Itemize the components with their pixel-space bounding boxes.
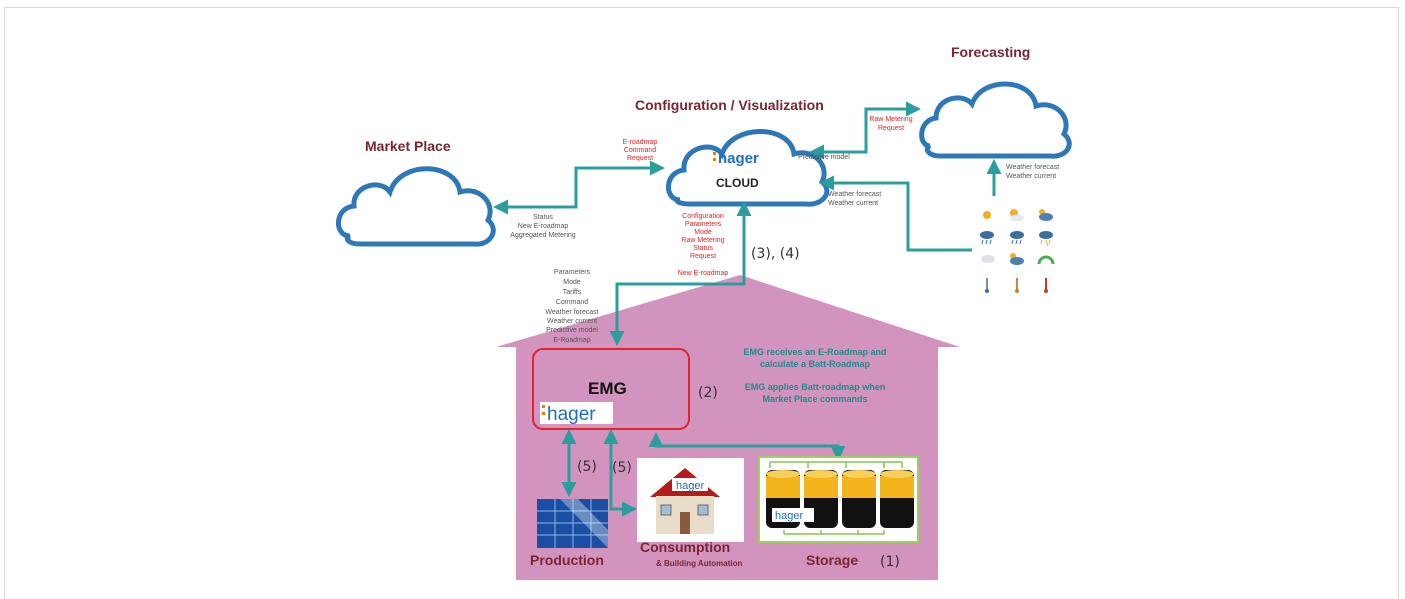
production-label: Production: [530, 552, 604, 568]
hager-cloud: [666, 129, 830, 207]
market-title: Market Place: [365, 138, 451, 154]
svg-text:Parameters: Parameters: [685, 221, 722, 228]
svg-text:Parameters: Parameters: [554, 269, 591, 276]
svg-text:Weather forecast: Weather forecast: [545, 309, 598, 316]
thermometer-hot-icon: [1044, 278, 1048, 293]
svg-text:Request: Request: [878, 125, 904, 132]
arrow-emg-storage: [648, 432, 846, 461]
step-1: (1): [880, 554, 900, 570]
svg-text:Weather forecast: Weather forecast: [828, 191, 881, 198]
arrow-cloud-forecasting: [809, 101, 921, 160]
svg-text:calculate a Batt-Roadmap: calculate a Batt-Roadmap: [760, 359, 871, 369]
thermometer-cold-icon: [985, 278, 989, 293]
forecasting-cloud: [919, 81, 1072, 159]
rain-icon: [1010, 231, 1024, 245]
svg-text:Raw Metering: Raw Metering: [869, 116, 912, 123]
sun-icon: [983, 211, 991, 219]
sun-cloud-icon: [1010, 253, 1024, 265]
weather-mid-annotation: Weather forecast Weather current: [828, 191, 881, 207]
svg-text:Status: Status: [533, 214, 553, 221]
svg-text:E-Roadmap: E-Roadmap: [553, 337, 590, 344]
diagram-frame: [4, 7, 1399, 599]
svg-text:Predictive model: Predictive model: [546, 327, 598, 334]
svg-text:Raw Metering: Raw Metering: [681, 237, 724, 244]
svg-text:Weather forecast: Weather forecast: [1006, 164, 1059, 171]
thermometer-mid-icon: [1015, 278, 1019, 293]
svg-text:New E-roadmap: New E-roadmap: [678, 270, 729, 277]
svg-text:EMG applies Batt-roadmap when: EMG applies Batt-roadmap when: [745, 382, 886, 392]
step-5-consumption: (5): [612, 460, 632, 476]
config-title: Configuration / Visualization: [635, 97, 824, 113]
emg-hager-logo: hager: [540, 402, 613, 425]
consumption-sub-label: & Building Automation: [656, 559, 742, 568]
battery-4: [880, 470, 914, 528]
svg-text:Request: Request: [627, 155, 653, 162]
svg-text:Configuration: Configuration: [682, 213, 724, 220]
sun-cloud-icon: [1010, 209, 1024, 222]
e-roadmap-annotation: E-roadmap Command Request: [623, 139, 658, 162]
arrow-market-cloud: [493, 160, 665, 215]
svg-text:hager: hager: [718, 150, 759, 167]
svg-text:Weather current: Weather current: [547, 318, 597, 325]
svg-text:Tariffs: Tariffs: [563, 289, 582, 296]
svg-text:Mode: Mode: [694, 229, 712, 236]
rain-icon: [980, 231, 994, 245]
svg-text:Mode: Mode: [563, 279, 581, 286]
market-status-annotation: Status New E-roadmap Aggregated Metering: [510, 214, 575, 239]
cloud-sun-icon: [1039, 209, 1053, 221]
svg-text:Weather current: Weather current: [1006, 173, 1056, 180]
forecasting-title: Forecasting: [951, 44, 1030, 60]
emg-label: EMG: [588, 379, 627, 398]
market-cloud: [336, 166, 496, 247]
step-2: (2): [698, 385, 718, 401]
svg-text:Command: Command: [624, 147, 656, 154]
svg-text:New E-roadmap: New E-roadmap: [518, 223, 569, 230]
emg-list-annotation: Parameters Mode Tariffs Command Weather …: [545, 269, 598, 344]
predictive-model-annotation: Predictive model: [798, 154, 850, 161]
step-5-production: (5): [577, 459, 597, 475]
consumption-house-icon: hager: [637, 458, 744, 542]
svg-text:hager: hager: [547, 404, 596, 425]
cloud-label: CLOUD: [716, 176, 759, 190]
svg-text:hager: hager: [676, 480, 704, 492]
svg-text:Aggregated Metering: Aggregated Metering: [510, 232, 575, 239]
svg-text:Request: Request: [690, 253, 716, 260]
hager-cloud-logo: hager: [713, 150, 759, 167]
svg-text:Command: Command: [556, 299, 588, 306]
step-3-4: (3), (4): [751, 246, 800, 262]
arrow-icons-cloud: [819, 175, 972, 252]
consumption-label: Consumption: [640, 539, 730, 555]
arrow-cloud-emg: [609, 201, 752, 346]
svg-text:EMG receives an E-Roadmap and: EMG receives an E-Roadmap and: [743, 347, 886, 357]
svg-text:Status: Status: [693, 245, 713, 252]
cloud-icon: [981, 255, 995, 263]
storage-batteries-icon: hager: [758, 456, 919, 543]
svg-text:Market Place commands: Market Place commands: [762, 394, 867, 404]
arrow-emg-consumption: [603, 429, 637, 517]
storage-label: Storage: [806, 552, 858, 568]
battery-3: [842, 470, 876, 528]
svg-text:hager: hager: [775, 510, 803, 522]
raw-metering-annotation: Raw Metering Request: [869, 116, 912, 132]
svg-text:E-roadmap: E-roadmap: [623, 139, 658, 146]
weather-top-annotation: Weather forecast Weather current: [1006, 164, 1059, 180]
solar-panel-icon: [537, 499, 608, 548]
svg-text:Weather current: Weather current: [828, 200, 878, 207]
weather-icons: [980, 209, 1055, 293]
rainbow-icon: [1037, 255, 1055, 265]
emg-note: EMG receives an E-Roadmap and calculate …: [743, 347, 886, 404]
config-list-annotation: Configuration Parameters Mode Raw Meteri…: [678, 213, 729, 277]
rain-icon: [1039, 231, 1053, 247]
